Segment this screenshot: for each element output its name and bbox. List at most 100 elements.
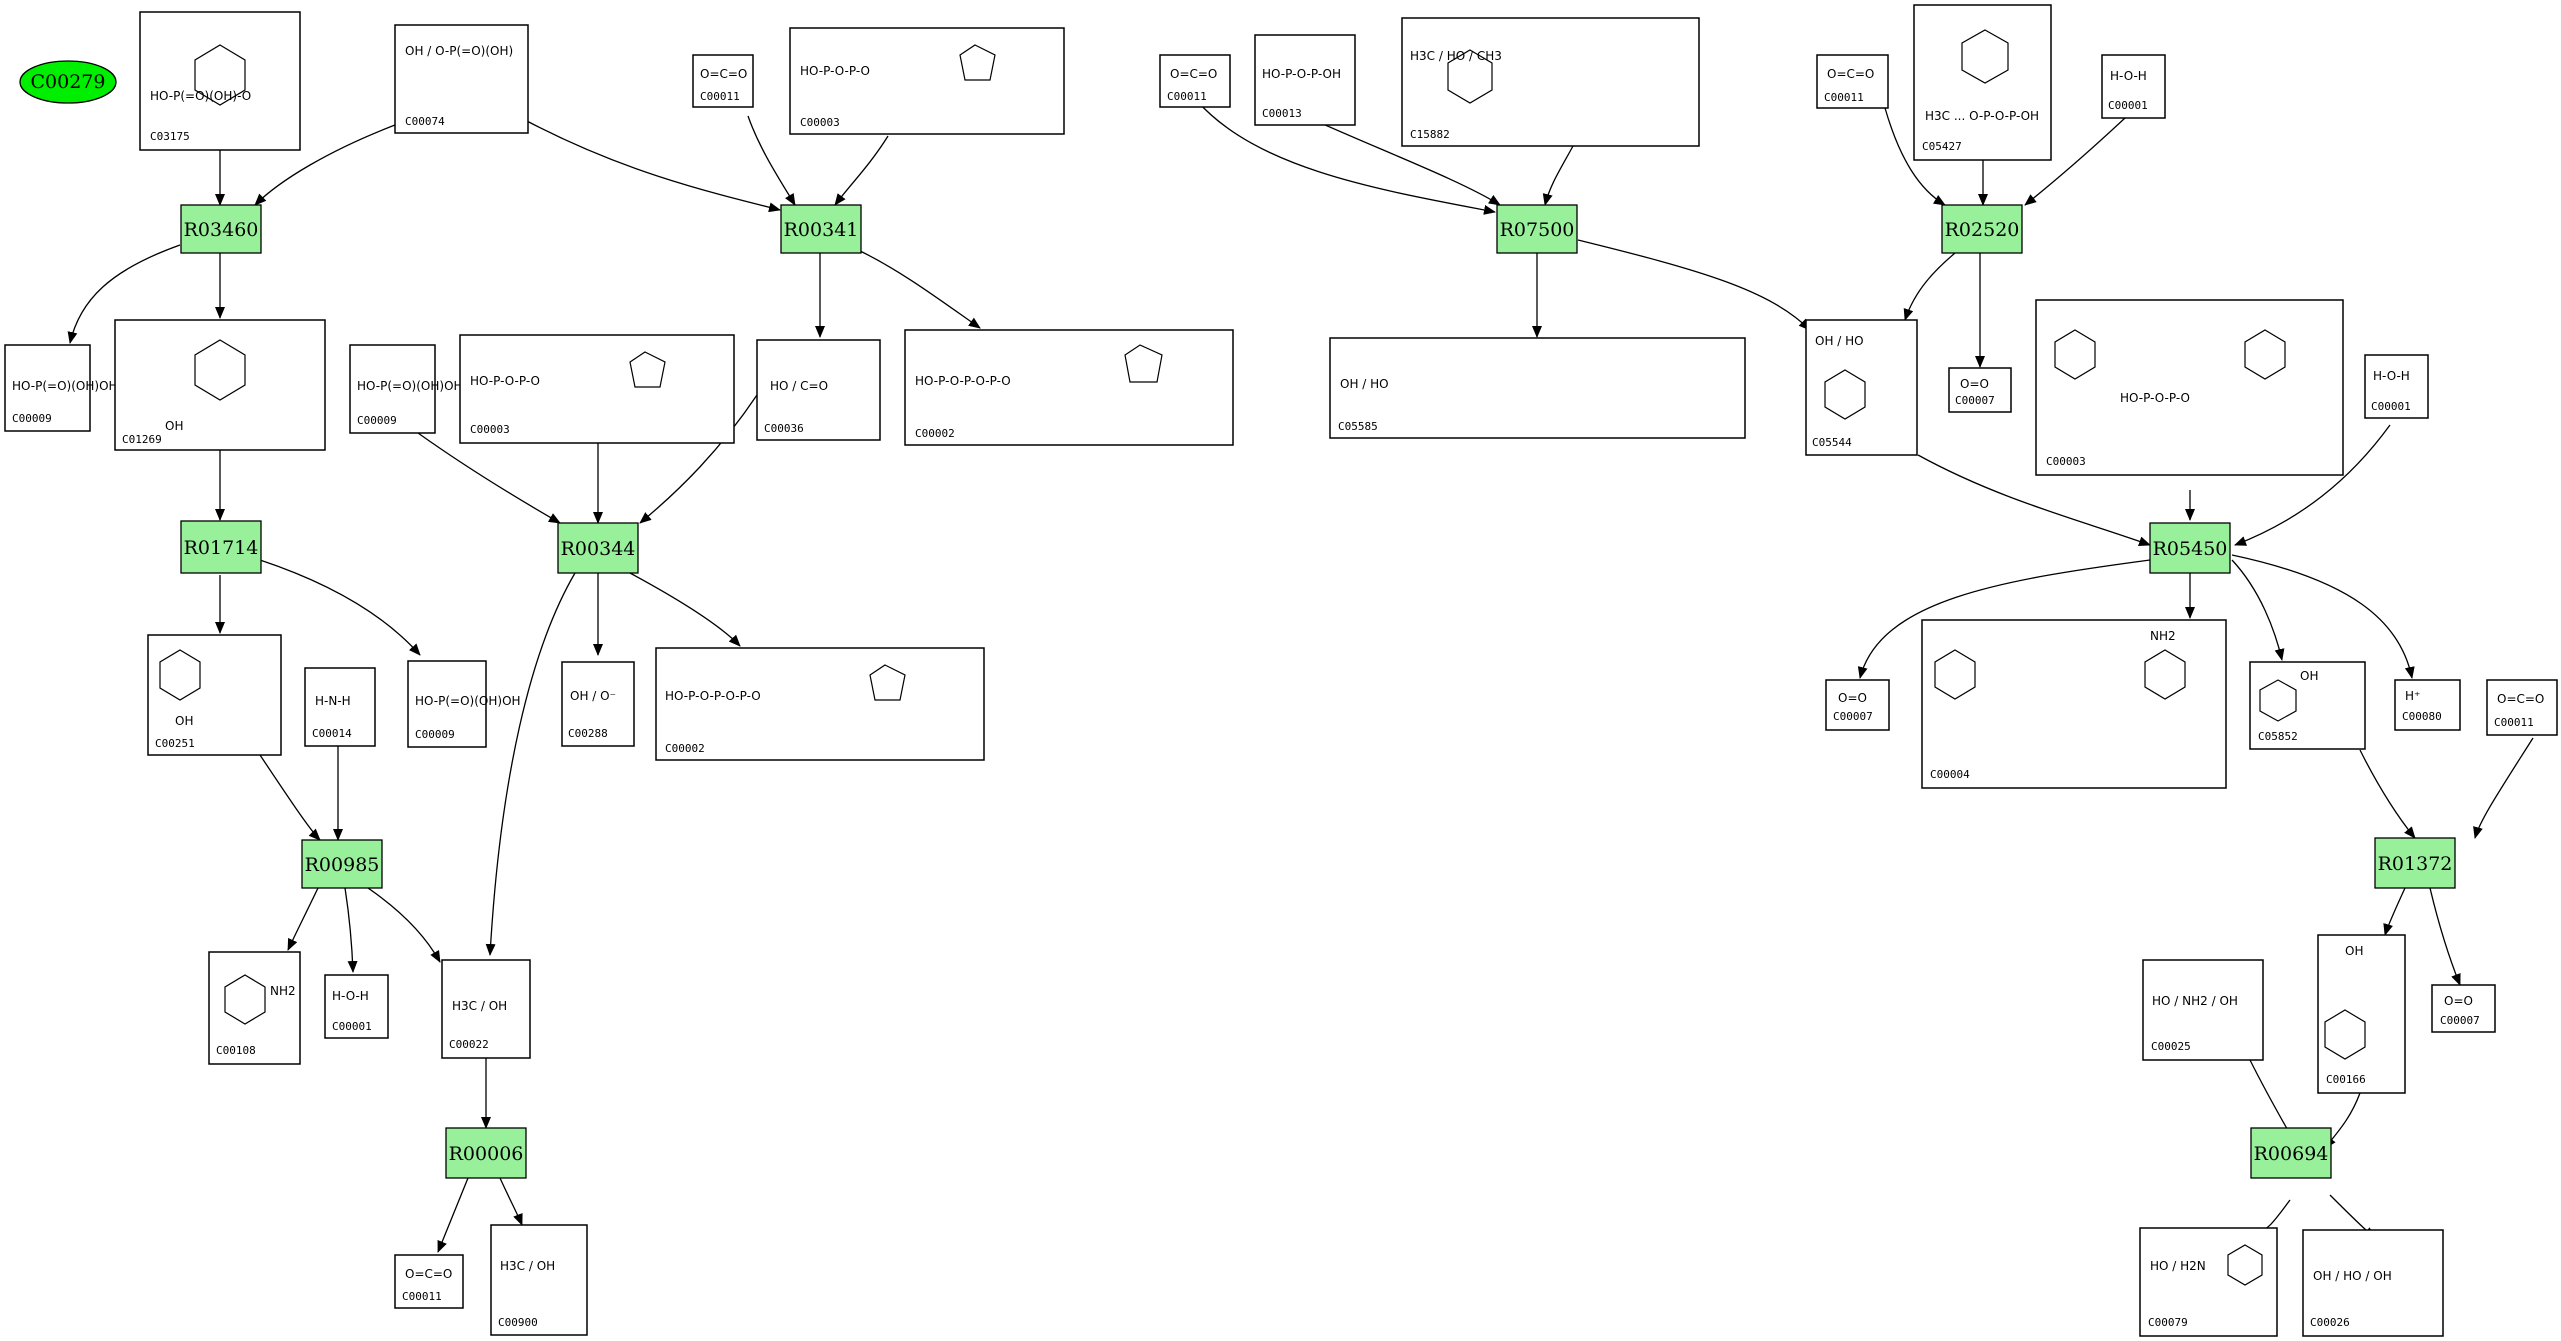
edges — [67, 101, 2534, 1253]
compound-id: C00011 — [402, 1290, 442, 1303]
compound-id: C00011 — [1167, 90, 1207, 103]
structure-text: OH — [175, 714, 193, 728]
compound-C00022[interactable]: H3C / OH C00022 — [441, 959, 531, 1059]
compound-id: C00014 — [312, 727, 352, 740]
compound-C00007-c[interactable]: O=O C00007 — [2431, 984, 2496, 1033]
reaction-label: R00341 — [784, 219, 859, 241]
compound-C00011-e[interactable]: O=C=O C00011 — [2486, 679, 2558, 736]
compound-id: C00011 — [2494, 716, 2534, 729]
compound-id: C00036 — [764, 422, 804, 435]
compound-C00014[interactable]: H-N-H C00014 — [304, 667, 376, 747]
reaction-R01714[interactable]: R01714 — [180, 520, 262, 574]
compound-id: C05544 — [1812, 436, 1852, 449]
compound-C00288[interactable]: OH / O⁻ C00288 — [561, 661, 635, 747]
reaction-label: R01714 — [184, 537, 259, 559]
reaction-R00341[interactable]: R00341 — [780, 204, 862, 254]
compound-id: C15882 — [1410, 128, 1450, 141]
structure-text: OH / HO — [1815, 334, 1864, 348]
compound-C00036[interactable]: HO / C=O C00036 — [756, 339, 881, 441]
structure-text: OH / HO / OH — [2313, 1269, 2392, 1283]
structure-text: HO-P(=O)(OH)OH — [415, 694, 521, 708]
structure-text: H3C / OH — [452, 999, 507, 1013]
compound-id: C00011 — [1824, 91, 1864, 104]
compound-id: C00009 — [357, 414, 397, 427]
reaction-R00006[interactable]: R00006 — [445, 1127, 527, 1179]
compound-C00001-c[interactable]: H-O-H C00001 — [2364, 354, 2429, 419]
compound-C00011[interactable]: O=C=O C00011 — [692, 54, 754, 108]
reaction-label: R00985 — [305, 854, 380, 876]
reaction-R07500[interactable]: R07500 — [1496, 204, 1578, 254]
compound-C00080[interactable]: H⁺ C00080 — [2394, 679, 2461, 731]
reaction-R01372[interactable]: R01372 — [2374, 837, 2456, 889]
structure-text: OH / O-P(=O)(OH) — [405, 44, 513, 58]
compound-C00002[interactable]: HO-P-O-P-O-P-O C00002 — [904, 329, 1234, 446]
reaction-label: R07500 — [1500, 219, 1575, 241]
compound-C00007-b[interactable]: O=O C00007 — [1825, 679, 1890, 731]
compound-C00001-b[interactable]: H-O-H C00001 — [2101, 54, 2166, 119]
compound-C00009[interactable]: HO-P(=O)(OH)OH C00009 — [4, 344, 118, 432]
compound-C05427[interactable]: OH / HO C05585 — [1329, 337, 1746, 439]
compound-C00900[interactable]: H3C / OH C00900 — [490, 1224, 588, 1336]
structure-text: O=C=O — [700, 67, 747, 81]
structure-text: H3C ... O-P-O-P-OH — [1925, 109, 2039, 123]
compound-C01269[interactable]: OH C01269 — [114, 319, 326, 451]
compound-C00011-b[interactable]: O=C=O C00011 — [394, 1254, 464, 1309]
compound-C00108[interactable]: NH2 C00108 — [208, 951, 301, 1065]
compound-C00074[interactable]: OH / O-P(=O)(OH) C00074 — [394, 24, 529, 134]
structure-text: HO-P(=O)(OH)-O — [150, 89, 251, 103]
compound-C00166[interactable]: OH C00166 — [2317, 934, 2406, 1094]
compound-C03175[interactable]: HO-P(=O)(OH)-O C03175 — [139, 11, 301, 151]
compound-id: C00003 — [800, 116, 840, 129]
compound-C00009-b[interactable]: HO-P(=O)(OH)OH C00009 — [349, 344, 463, 434]
compound-C00011-d[interactable]: O=C=O C00011 — [1816, 54, 1889, 109]
reaction-R00694[interactable]: R00694 — [2250, 1127, 2332, 1179]
structure-text: O=O — [1838, 691, 1867, 705]
compound-C00001[interactable]: H-O-H C00001 — [324, 974, 389, 1039]
structure-text: OH — [2300, 669, 2318, 683]
compound-C00003[interactable]: HO-P-O-P-O C00003 — [789, 27, 1065, 135]
compound-id: C05852 — [2258, 730, 2298, 743]
compound-C00025[interactable]: HO / NH2 / OH C00025 — [2142, 959, 2264, 1061]
compound-C05585[interactable]: H3C ... O-P-O-P-OH C05427 — [1913, 4, 2052, 161]
structure-text: HO-P-O-P-O-P-O — [665, 689, 761, 703]
reaction-R00344[interactable]: R00344 — [557, 522, 639, 574]
compound-C00013[interactable]: HO-P-O-P-OH C00013 — [1254, 34, 1356, 126]
compound-C00251[interactable]: OH C00251 — [147, 634, 282, 756]
structure-text: HO-P-O-P-OH — [1262, 67, 1341, 81]
compound-id: C00004 — [1930, 768, 1970, 781]
compound-C00004[interactable]: NH2 C00004 — [1921, 619, 2227, 789]
compound-C00009-c[interactable]: HO-P(=O)(OH)OH C00009 — [407, 660, 521, 748]
compound-id: C00007 — [1955, 394, 1995, 407]
reaction-R00985[interactable]: R00985 — [301, 839, 383, 889]
compound-id: C00009 — [415, 728, 455, 741]
compound-C15882[interactable]: H3C / HO / CH3 C15882 — [1401, 17, 1700, 147]
compound-C00007[interactable]: O=O C00007 — [1948, 367, 2012, 413]
compound-C00011-c[interactable]: O=C=O C00011 — [1159, 54, 1231, 108]
compound-id: C00166 — [2326, 1073, 2366, 1086]
reaction-label: R02520 — [1945, 219, 2020, 241]
compound-C05544[interactable]: OH / HO C05544 — [1805, 319, 1918, 456]
compound-C05852[interactable]: OH C05852 — [2249, 661, 2366, 750]
reaction-label: R01372 — [2378, 853, 2453, 875]
structure-text: HO-P-O-P-O — [2120, 391, 2190, 405]
structure-text: O=O — [2444, 994, 2473, 1008]
reaction-R02520[interactable]: R02520 — [1941, 204, 2023, 254]
structure-text: O=C=O — [1170, 67, 1217, 81]
structure-text: OH / HO — [1340, 377, 1389, 391]
compound-C00003-c[interactable]: HO-P-O-P-O C00003 — [2035, 299, 2344, 476]
structure-text: O=C=O — [405, 1267, 452, 1281]
compound-id: C03175 — [150, 130, 190, 143]
compound-C00026[interactable]: OH / HO / OH C00026 — [2302, 1229, 2444, 1337]
compound-C00079[interactable]: HO / H2N C00079 — [2139, 1227, 2278, 1337]
compound-C00003-b[interactable]: HO-P-O-P-O C00003 — [459, 334, 735, 444]
structure-text: OH — [2345, 944, 2363, 958]
compound-id: C00001 — [332, 1020, 372, 1033]
compound-C00002-b[interactable]: HO-P-O-P-O-P-O C00002 — [655, 647, 985, 761]
compound-id: C00108 — [216, 1044, 256, 1057]
reaction-R03460[interactable]: R03460 — [180, 204, 262, 254]
compound-id: C05427 — [1922, 140, 1962, 153]
reaction-label: R03460 — [184, 219, 259, 241]
reaction-R05450[interactable]: R05450 — [2149, 522, 2231, 574]
pathway-title-node[interactable]: C00279 — [19, 60, 117, 104]
